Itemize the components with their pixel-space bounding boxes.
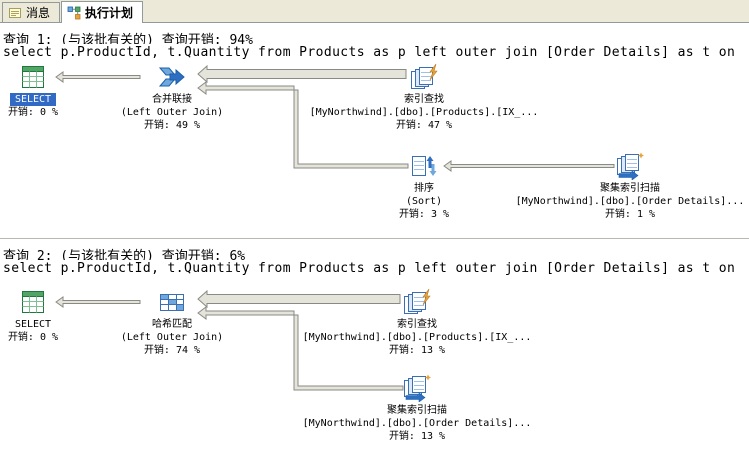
hash-match-icon xyxy=(158,288,186,316)
node-subtitle: [MyNorthwind].[dbo].[Order Details]... xyxy=(302,418,532,429)
plan-node-index-seek[interactable]: 索引查找 [MyNorthwind].[dbo].[Products].[IX_… xyxy=(287,288,547,357)
edge-hash-match-to-select[interactable] xyxy=(55,296,141,308)
edge-clustered-index-scan-to-sort[interactable] xyxy=(443,160,615,172)
node-subtitle: (Left Outer Join) xyxy=(120,332,224,343)
node-title: 聚集索引扫描 xyxy=(600,183,660,194)
plan-node-merge-join[interactable]: 合并联接 (Left Outer Join) 开销: 49 % xyxy=(102,63,242,132)
plan-2-edges xyxy=(55,289,404,391)
node-cost: 开销: 47 % xyxy=(395,120,453,131)
node-subtitle: (Sort) xyxy=(405,196,443,207)
plan-node-select[interactable]: SELECT 开销: 0 % xyxy=(6,63,60,119)
node-title: 索引查找 xyxy=(404,94,444,105)
execution-plan-icon xyxy=(67,6,81,20)
select-icon xyxy=(19,63,47,91)
sort-icon xyxy=(410,152,438,180)
plan-node-hash-match[interactable]: 哈希匹配 (Left Outer Join) 开销: 74 % xyxy=(102,288,242,357)
edge-index-seek-to-hash-match[interactable] xyxy=(197,289,401,309)
index-seek-icon xyxy=(403,288,431,316)
plan-node-index-seek[interactable]: 索引查找 [MyNorthwind].[dbo].[Products].[IX_… xyxy=(294,63,554,132)
index-seek-icon xyxy=(410,63,438,91)
node-subtitle: (Left Outer Join) xyxy=(120,107,224,118)
clustered-index-scan-icon xyxy=(403,374,431,402)
node-cost: 开销: 0 % xyxy=(7,107,59,118)
node-subtitle: [MyNorthwind].[dbo].[Order Details]... xyxy=(515,196,745,207)
node-title: 合并联接 xyxy=(152,94,192,105)
node-title: 索引查找 xyxy=(397,319,437,330)
query-2-header: 查询 2: (与该批有关的) 查询开销: 6% xyxy=(3,249,246,260)
messages-icon xyxy=(8,6,22,20)
node-title: SELECT xyxy=(6,93,60,106)
node-title: 哈希匹配 xyxy=(152,319,192,330)
plan-node-clustered-index-scan[interactable]: 聚集索引扫描 [MyNorthwind].[dbo].[Order Detail… xyxy=(287,374,547,443)
edge-sort-to-merge-join[interactable] xyxy=(197,81,409,169)
node-title: 聚集索引扫描 xyxy=(387,405,447,416)
select-icon xyxy=(19,288,47,316)
node-cost: 开销: 3 % xyxy=(398,209,450,220)
plan-canvas-1: SELECT 开销: 0 % 合并联接 (Left Outer Join) 开销… xyxy=(0,61,749,238)
tab-messages-label: 消息 xyxy=(26,6,51,20)
clustered-index-scan-icon xyxy=(616,152,644,180)
plan-1-edges xyxy=(55,64,615,172)
tab-execution-plan[interactable]: 执行计划 xyxy=(61,1,144,23)
document-tabbar: 消息 执行计划 xyxy=(0,0,749,23)
node-title: 排序 xyxy=(414,183,434,194)
query-2-sql: select p.ProductId, t.Quantity from Prod… xyxy=(3,261,736,276)
query-1-header: 查询 1: (与该批有关的) 查询开销: 94% xyxy=(3,33,253,44)
node-subtitle: [MyNorthwind].[dbo].[Products].[IX_... xyxy=(302,332,532,343)
tab-execution-plan-label: 执行计划 xyxy=(85,6,134,20)
node-cost: 开销: 49 % xyxy=(143,120,201,131)
node-cost: 开销: 0 % xyxy=(7,332,59,343)
edge-merge-join-to-select[interactable] xyxy=(55,71,141,83)
plan-node-clustered-index-scan[interactable]: 聚集索引扫描 [MyNorthwind].[dbo].[Order Detail… xyxy=(500,152,749,221)
merge-join-icon xyxy=(158,63,186,91)
node-cost: 开销: 13 % xyxy=(388,431,446,442)
node-cost: 开销: 13 % xyxy=(388,345,446,356)
edge-clustered-index-scan-to-hash-match[interactable] xyxy=(197,306,404,391)
query-1-sql: select p.ProductId, t.Quantity from Prod… xyxy=(3,45,736,60)
node-title: SELECT xyxy=(14,319,52,330)
plan-node-select[interactable]: SELECT 开销: 0 % xyxy=(6,288,60,344)
plan-node-sort[interactable]: 排序 (Sort) 开销: 3 % xyxy=(364,152,484,221)
node-cost: 开销: 74 % xyxy=(143,345,201,356)
tab-messages[interactable]: 消息 xyxy=(2,2,61,22)
query-separator xyxy=(0,238,749,239)
plan-canvas-2: SELECT 开销: 0 % 哈希匹配 (Left Outer Join) 开销… xyxy=(0,277,749,452)
node-cost: 开销: 1 % xyxy=(604,209,656,220)
node-subtitle: [MyNorthwind].[dbo].[Products].[IX_... xyxy=(309,107,539,118)
edge-index-seek-to-merge-join[interactable] xyxy=(197,64,407,84)
